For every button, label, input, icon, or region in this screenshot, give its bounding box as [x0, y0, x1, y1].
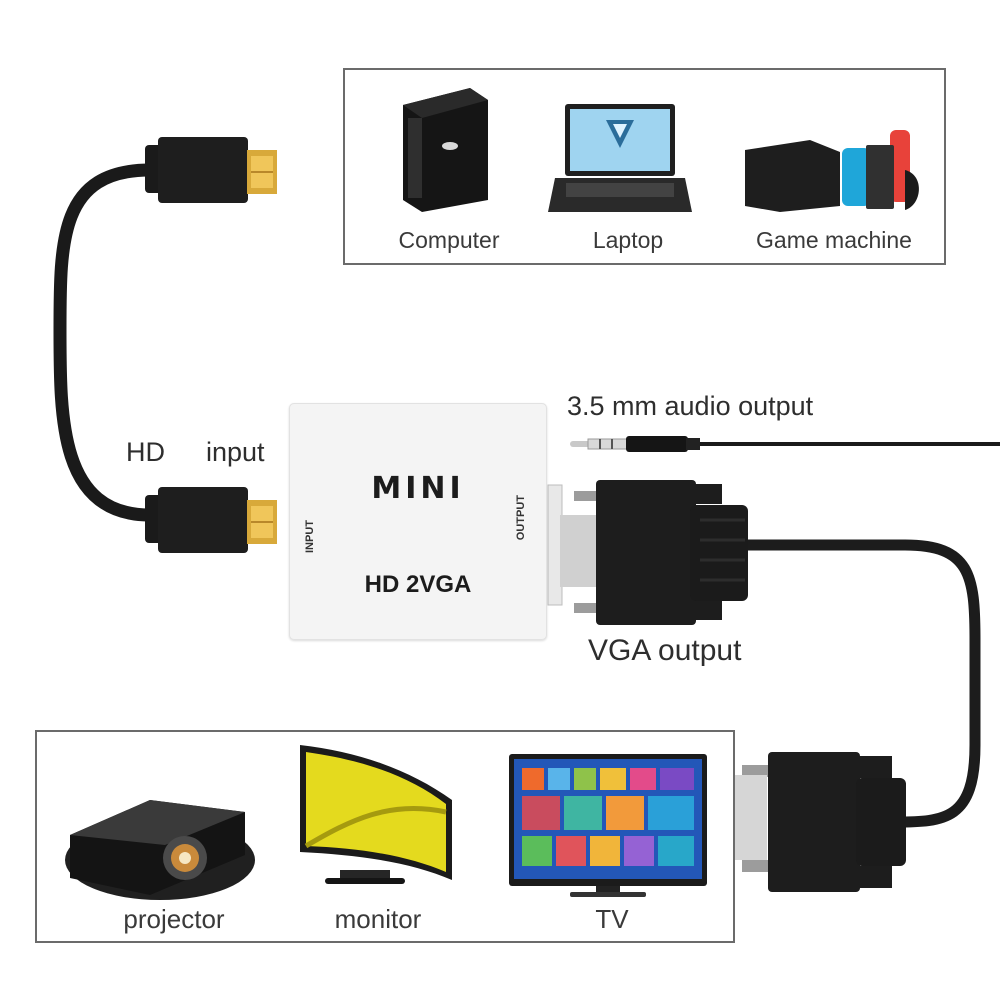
- device-label-monitor: monitor: [334, 904, 422, 934]
- adapter-output-port-label: OUTPUT: [515, 495, 527, 541]
- device-label-computer: Computer: [398, 227, 500, 253]
- device-label-tv: TV: [595, 904, 629, 934]
- tv-icon: [509, 754, 707, 897]
- hd-label: HD: [126, 437, 165, 467]
- hdmi-cable: [53, 163, 157, 522]
- device-label-projector: projector: [123, 904, 225, 934]
- input-label: input: [206, 437, 265, 467]
- game-console-icon: [745, 130, 919, 212]
- hdmi-plug-bottom: [145, 487, 277, 553]
- adapter-input-port-label: INPUT: [304, 520, 316, 553]
- adapter-model: HD 2VGA: [364, 571, 472, 598]
- audio-jack: [570, 436, 700, 452]
- adapter-vga-port: [547, 484, 598, 606]
- projector-icon: [65, 800, 255, 900]
- device-label-game-machine: Game machine: [756, 227, 912, 253]
- vga-output-label: VGA output: [588, 634, 742, 667]
- vga-plug-upper: [574, 480, 748, 625]
- hdmi-plug-top: [145, 137, 277, 203]
- adapter-brand: MINI: [371, 471, 465, 506]
- device-label-laptop: Laptop: [592, 227, 664, 253]
- laptop-icon: [548, 104, 692, 212]
- hd-to-vga-adapter: MINI HD 2VGA: [289, 403, 547, 640]
- vga-plug-lower: [735, 752, 906, 892]
- computer-tower-icon: [403, 88, 488, 212]
- vga-cable: [739, 539, 981, 828]
- monitor-icon: [300, 745, 452, 884]
- audio-output-label: 3.5 mm audio output: [567, 391, 814, 421]
